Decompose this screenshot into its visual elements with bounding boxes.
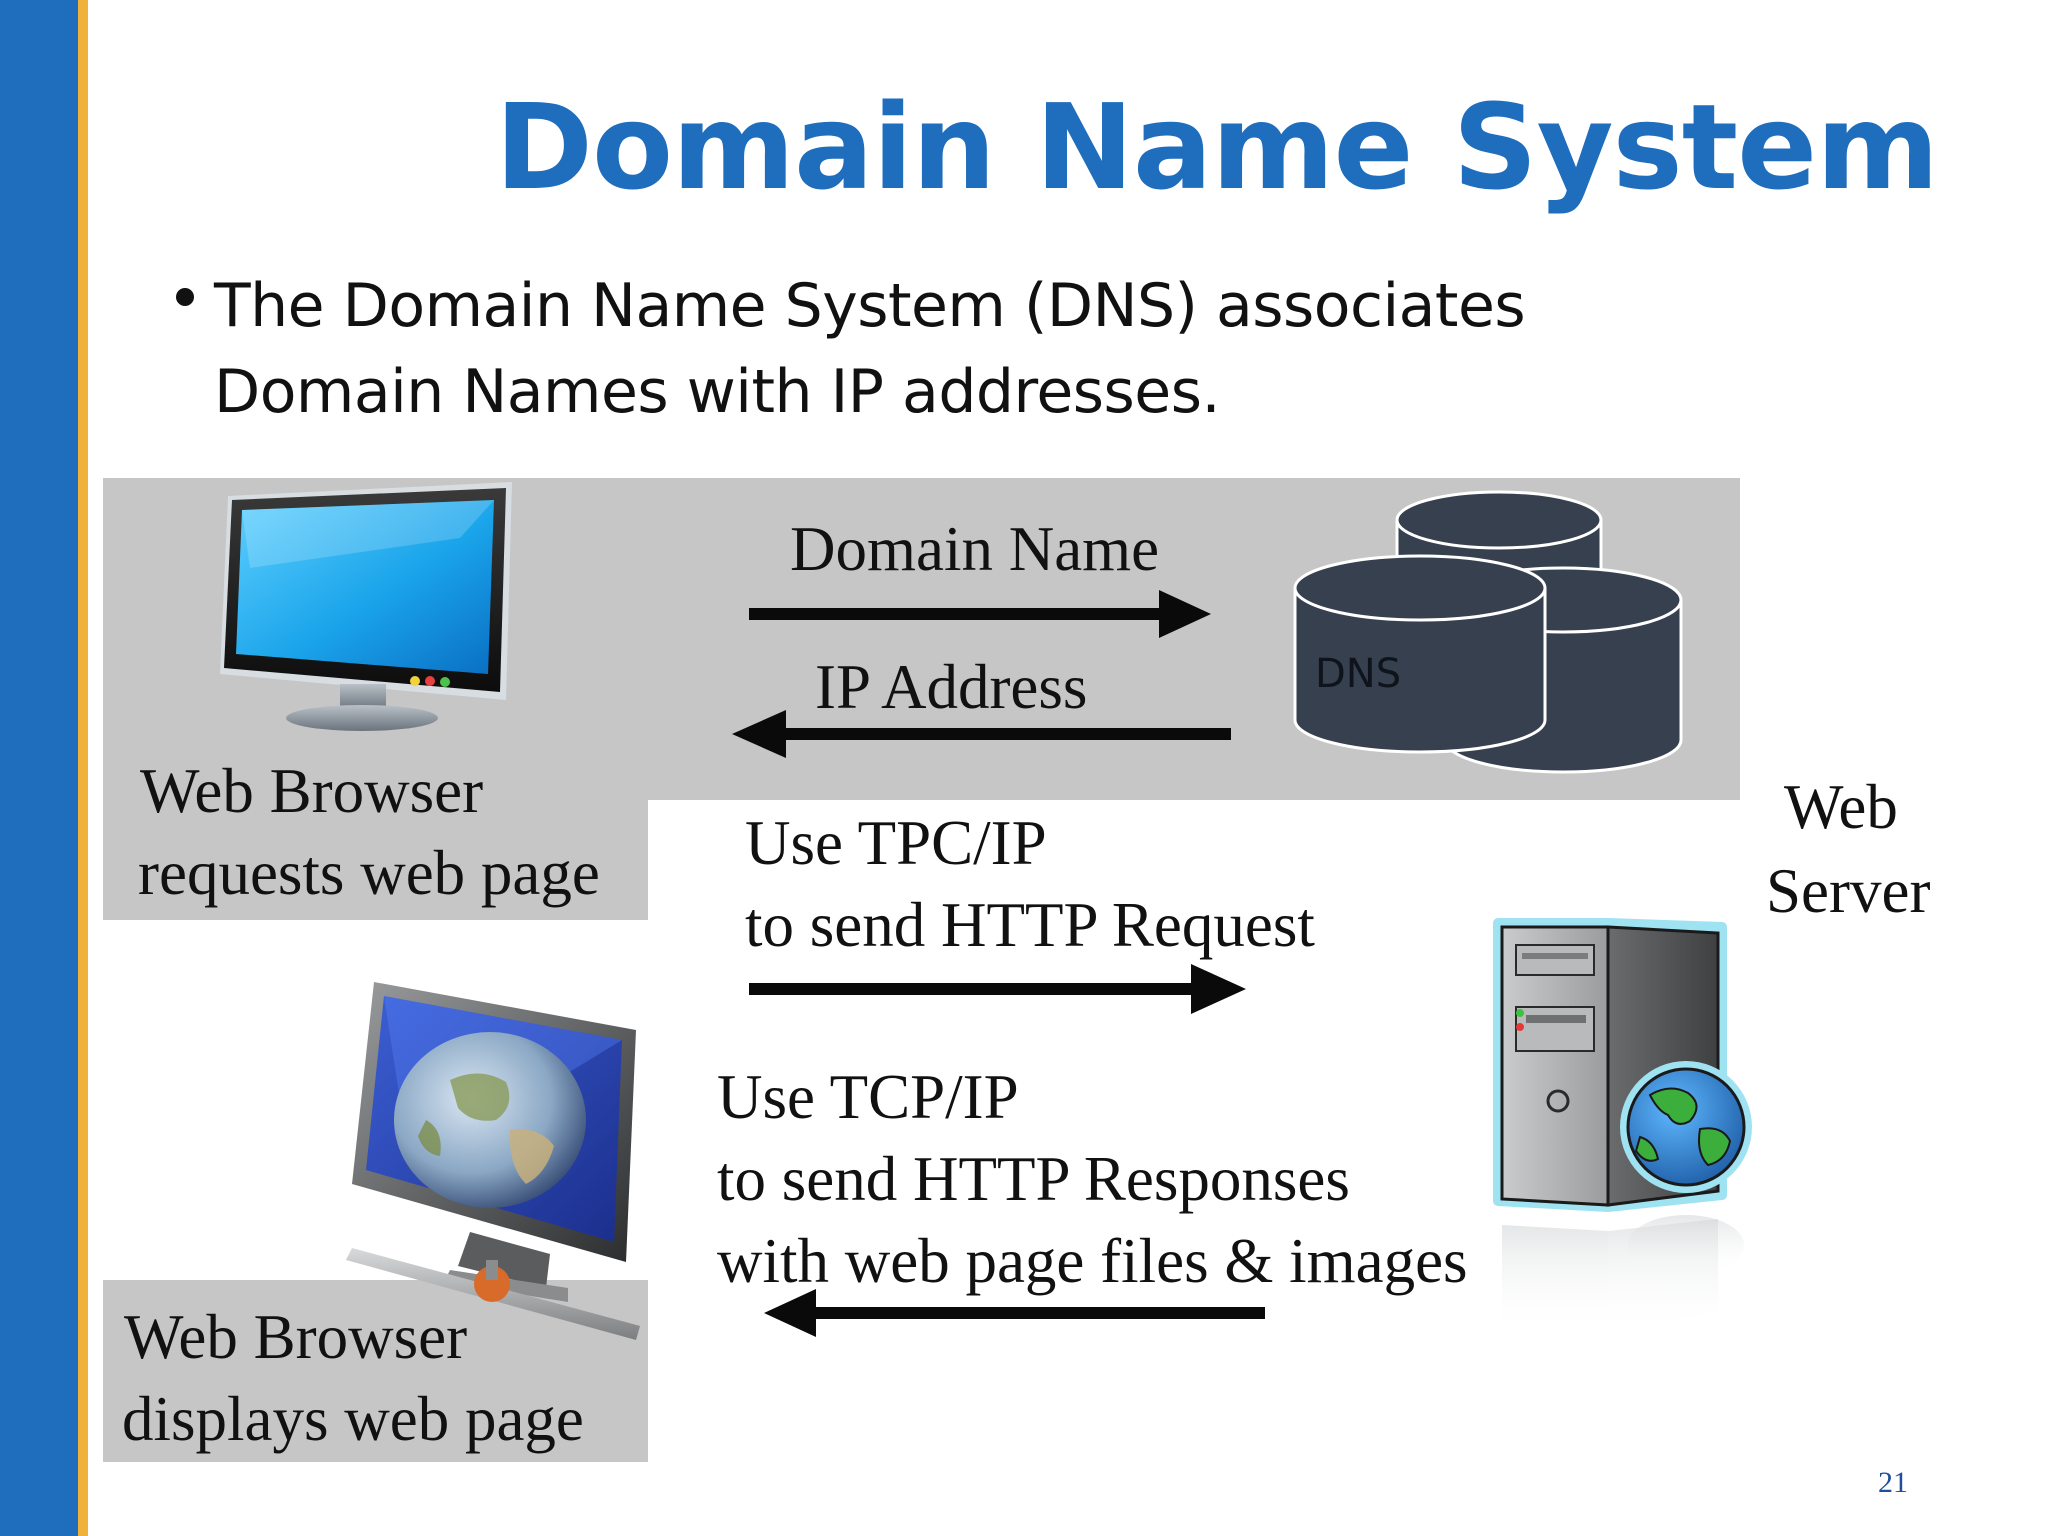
http-response-arrow — [764, 1289, 1265, 1337]
http-request-line-1: Use TPC/IP — [745, 808, 1047, 878]
ip-address-arrow — [732, 710, 1231, 758]
http-response-line-2: to send HTTP Responses — [717, 1144, 1350, 1214]
computer-monitor-icon — [220, 482, 512, 731]
browser-display-line-2: displays web page — [122, 1384, 584, 1454]
domain-name-arrow — [749, 590, 1211, 638]
web-server-label-line-2: Server — [1766, 856, 1931, 926]
dns-label: DNS — [1315, 651, 1402, 697]
http-response-line-3: with web page files & images — [717, 1226, 1468, 1296]
http-request-arrow — [749, 964, 1246, 1014]
http-response-line-1: Use TCP/IP — [717, 1062, 1019, 1132]
browser-request-line-2: requests web page — [138, 838, 600, 908]
left-accent-stripe — [78, 0, 88, 1536]
bullet-text-line-2: Domain Names with IP addresses. — [214, 357, 1221, 427]
domain-name-label: Domain Name — [790, 514, 1160, 584]
browser-display-line-1: Web Browser — [124, 1302, 468, 1372]
ip-address-label: IP Address — [815, 652, 1088, 722]
browser-request-panel — [103, 798, 648, 920]
bullet-text-line-1: The Domain Name System (DNS) associates — [214, 271, 1526, 341]
http-request-line-2: to send HTTP Request — [745, 890, 1315, 960]
browser-request-line-1: Web Browser — [140, 756, 484, 826]
bullet-point — [176, 288, 194, 306]
left-accent-bar — [0, 0, 78, 1536]
server-tower-icon — [1493, 918, 1752, 1335]
database-cylinders-icon — [1293, 490, 1683, 774]
globe-monitor-icon — [346, 982, 640, 1340]
slide-title: Domain Name System — [495, 78, 1939, 216]
page-number: 21 — [1878, 1466, 1908, 1499]
web-server-label-line-1: Web — [1784, 772, 1898, 842]
